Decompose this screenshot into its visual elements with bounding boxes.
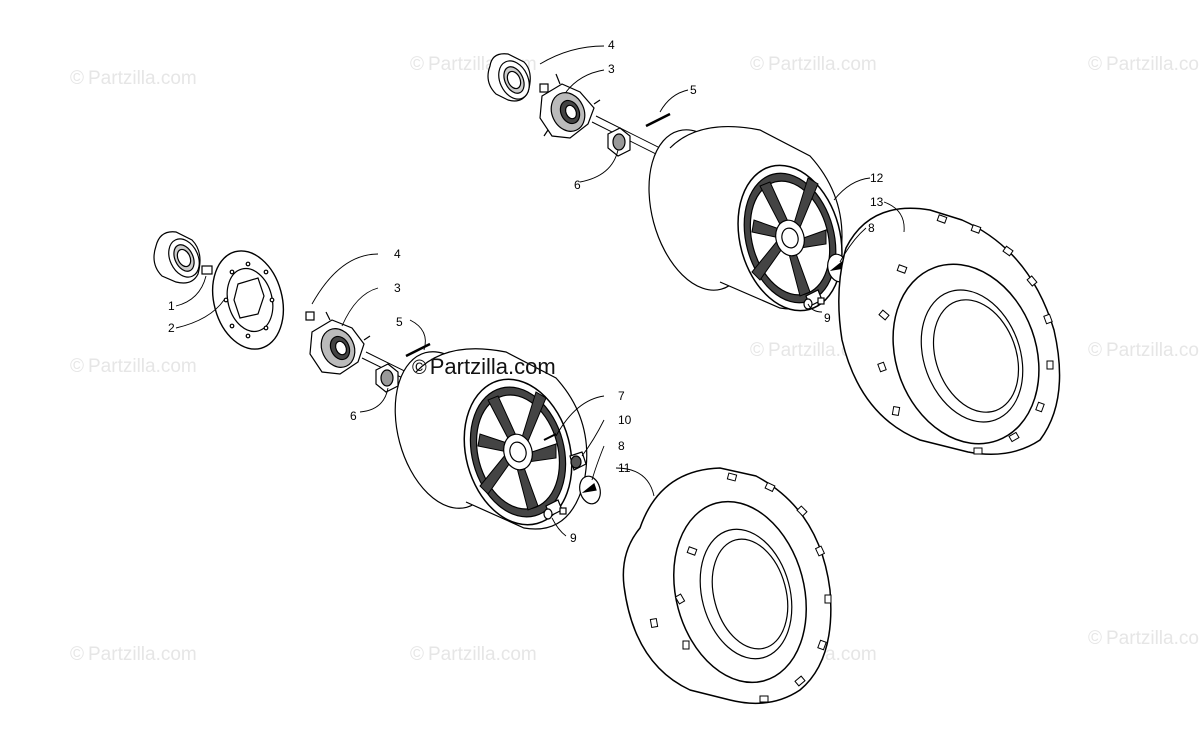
callout-11: 11 xyxy=(618,461,631,475)
callout-8-lower: 8 xyxy=(618,439,625,453)
callout-7: 7 xyxy=(618,389,625,403)
callout-6-upper: 6 xyxy=(574,178,581,192)
upper-tire xyxy=(838,207,1061,455)
callout-2: 2 xyxy=(168,321,175,335)
watermark: ©Partzilla.com xyxy=(750,54,877,75)
callout-13: 13 xyxy=(870,195,884,209)
callout-8-upper: 8 xyxy=(868,221,875,235)
watermark: ©Partzilla.com xyxy=(1088,340,1200,361)
watermark: ©Partzilla.com xyxy=(1088,628,1200,649)
upper-axle-nut xyxy=(607,127,631,157)
callout-3-lower: 3 xyxy=(394,281,401,295)
watermark: ©Partzilla.com xyxy=(70,644,197,665)
callout-4-lower: 4 xyxy=(394,247,401,261)
lower-bearing xyxy=(153,231,201,284)
callout-4-upper: 4 xyxy=(608,38,615,52)
watermark: ©Partzilla.com xyxy=(1088,54,1200,75)
callout-6-lower: 6 xyxy=(350,409,357,423)
lower-cotter-pin xyxy=(405,342,431,358)
lower-wheel-rim xyxy=(394,348,588,530)
lower-valve-stem xyxy=(543,499,567,520)
upper-bearing xyxy=(487,53,531,102)
lower-tire xyxy=(622,467,832,705)
upper-hub xyxy=(539,73,601,139)
upper-valve-stem xyxy=(803,289,825,310)
lower-hub xyxy=(305,311,371,375)
callout-10: 10 xyxy=(618,413,632,427)
watermark: ©Partzilla.com xyxy=(70,356,197,377)
lower-brake-bolt xyxy=(201,265,213,275)
watermark: ©Partzilla.com xyxy=(70,68,197,89)
callout-5-upper: 5 xyxy=(690,83,697,97)
callout-3-upper: 3 xyxy=(608,62,615,76)
upper-cotter-pin xyxy=(645,112,671,128)
upper-wheel-assembly xyxy=(487,53,1061,455)
lower-wheel-assembly xyxy=(153,231,832,705)
upper-wheel-rim xyxy=(648,125,843,312)
callout-1: 1 xyxy=(168,299,175,313)
leader-lines xyxy=(175,45,905,537)
lower-wheel-stud xyxy=(543,433,557,441)
center-watermark: ©Partzilla.com xyxy=(412,354,556,379)
callout-9-upper: 9 xyxy=(824,311,831,325)
lower-lug-nut xyxy=(569,451,587,471)
lower-axle-nut xyxy=(375,363,399,393)
callout-12: 12 xyxy=(870,171,884,185)
callout-9-lower: 9 xyxy=(570,531,577,545)
callout-5-lower: 5 xyxy=(396,315,403,329)
watermark: ©Partzilla.com xyxy=(410,644,537,665)
lower-center-cap xyxy=(579,475,601,505)
lower-brake-disc xyxy=(212,250,284,350)
